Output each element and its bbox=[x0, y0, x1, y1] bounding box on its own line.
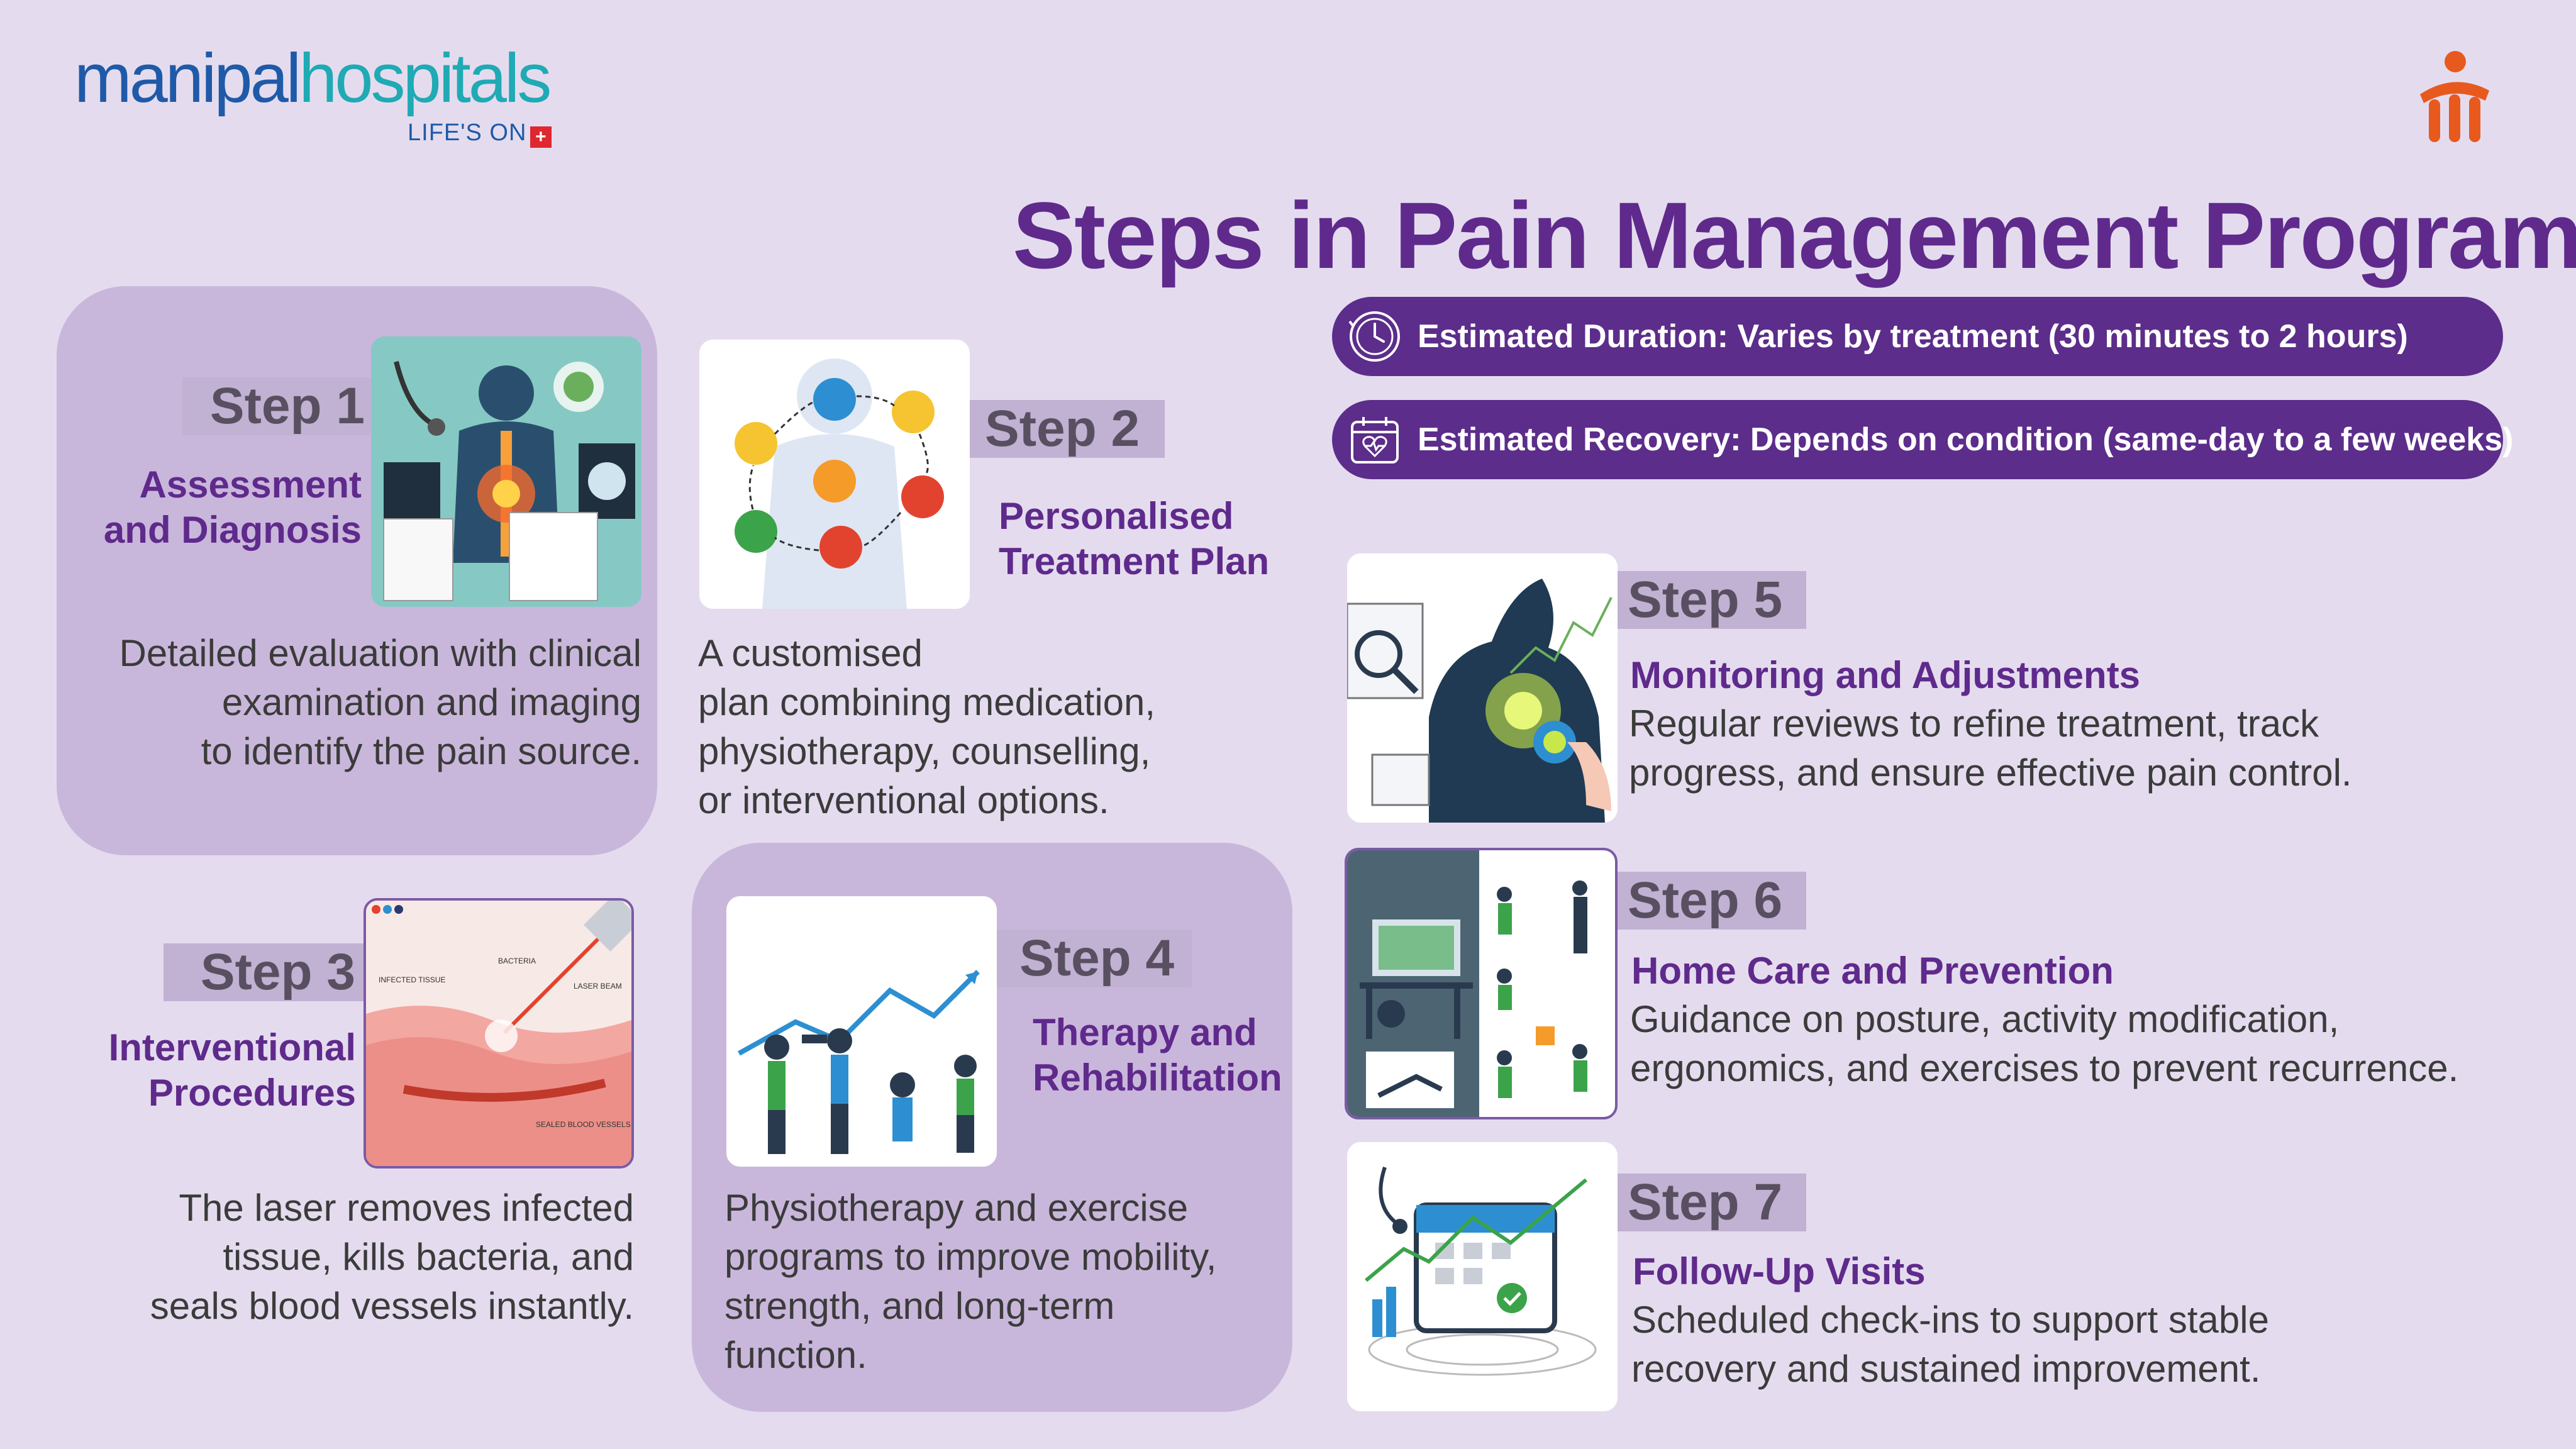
step4-heading-line1: Therapy and bbox=[1033, 1011, 1257, 1053]
step6-body-line1: Guidance on posture, activity modificati… bbox=[1630, 998, 2340, 1040]
step1-body-line3: to identify the pain source. bbox=[201, 730, 641, 772]
step2-label: Step 2 bbox=[970, 400, 1165, 458]
step4-body-line1: Physiotherapy and exercise bbox=[724, 1187, 1189, 1229]
tagline-text: LIFE'S ON bbox=[408, 119, 527, 146]
step6-illustration bbox=[1345, 848, 1618, 1119]
brand-logo: manipalhospitals bbox=[74, 44, 552, 113]
step7-illustration bbox=[1347, 1142, 1618, 1411]
step4-label-text: Step 4 bbox=[1019, 930, 1175, 987]
rehabilitation-illustration-icon bbox=[726, 896, 997, 1167]
step3-label-text: Step 3 bbox=[200, 943, 355, 1001]
step2-illustration bbox=[699, 340, 970, 609]
step6-body: Guidance on posture, activity modificati… bbox=[1630, 995, 2561, 1093]
step2-heading-line2: Treatment Plan bbox=[999, 540, 1270, 582]
step1-body: Detailed evaluation with clinical examin… bbox=[63, 629, 641, 776]
brand-name-part1: manipal bbox=[74, 40, 301, 117]
step1-label-text: Step 1 bbox=[209, 377, 365, 435]
duration-pill: Estimated Duration: Varies by treatment … bbox=[1332, 297, 2503, 376]
step4-illustration bbox=[726, 896, 997, 1167]
step4-label: Step 4 bbox=[997, 930, 1192, 987]
step4-body-line2: programs to improve mobility, bbox=[724, 1236, 1217, 1278]
step6-label-text: Step 6 bbox=[1628, 872, 1783, 929]
step1-body-line1: Detailed evaluation with clinical bbox=[119, 632, 641, 674]
monitoring-illustration-icon bbox=[1347, 553, 1618, 823]
calendar-heart-icon bbox=[1351, 417, 1399, 464]
bacteria-label: BACTERIA bbox=[498, 957, 536, 965]
recovery-text: Estimated Recovery: Depends on condition… bbox=[1418, 421, 2514, 458]
step7-label-text: Step 7 bbox=[1628, 1174, 1783, 1231]
step6-heading: Home Care and Prevention bbox=[1631, 950, 2114, 992]
treatment-plan-illustration-icon bbox=[699, 340, 970, 609]
step3-heading-line1: Interventional bbox=[108, 1026, 356, 1069]
step1-body-line2: examination and imaging bbox=[221, 681, 641, 723]
step1-heading-line2: and Diagnosis bbox=[103, 509, 362, 551]
clock-icon bbox=[1348, 311, 1400, 362]
sealed-vessels-label: SEALED BLOOD VESSELS bbox=[536, 1120, 631, 1129]
step2-label-text: Step 2 bbox=[985, 400, 1140, 457]
infected-tissue-label: INFECTED TISSUE bbox=[379, 975, 445, 984]
step5-illustration bbox=[1347, 553, 1618, 823]
step7-body-line2: recovery and sustained improvement. bbox=[1631, 1348, 2261, 1390]
step5-heading: Monitoring and Adjustments bbox=[1630, 654, 2141, 696]
step3-body-line2: tissue, kills bacteria, and bbox=[223, 1236, 634, 1278]
step5-label-text: Step 5 bbox=[1628, 571, 1783, 628]
mascot-logo-icon bbox=[2420, 51, 2489, 142]
page-title: Steps in Pain Management Program bbox=[1013, 182, 2576, 288]
step7-heading: Follow-Up Visits bbox=[1633, 1250, 1926, 1292]
step1-heading: Assessment and Diagnosis bbox=[63, 462, 362, 553]
laser-procedure-illustration-icon: INFECTED TISSUE BACTERIA LASER BEAM SEAL… bbox=[366, 901, 631, 1166]
step5-body-line1: Regular reviews to refine treatment, tra… bbox=[1629, 702, 2319, 745]
follow-up-calendar-illustration-icon bbox=[1347, 1142, 1618, 1411]
step7-body: Scheduled check-ins to support stable re… bbox=[1631, 1296, 2512, 1394]
step2-heading-line1: Personalised bbox=[999, 495, 1234, 537]
brand-name-part2: hospitals bbox=[299, 40, 552, 117]
step3-illustration: INFECTED TISSUE BACTERIA LASER BEAM SEAL… bbox=[364, 898, 634, 1169]
step3-label: Step 3 bbox=[164, 943, 368, 1001]
step1-label: Step 1 bbox=[182, 377, 377, 435]
step3-heading-line2: Procedures bbox=[148, 1072, 356, 1114]
step7-body-line1: Scheduled check-ins to support stable bbox=[1631, 1299, 2269, 1341]
body-scan-illustration-icon bbox=[371, 336, 641, 607]
step4-body-line3: strength, and long-term bbox=[724, 1285, 1115, 1327]
step1-illustration bbox=[371, 336, 641, 607]
step1-heading-line1: Assessment bbox=[139, 464, 362, 506]
step6-label: Step 6 bbox=[1618, 872, 1806, 930]
laser-beam-label: LASER BEAM bbox=[574, 982, 622, 991]
step2-body-line2: plan combining medication, bbox=[698, 681, 1156, 723]
step5-label: Step 5 bbox=[1618, 571, 1806, 629]
step5-body-line2: progress, and ensure effective pain cont… bbox=[1629, 752, 2352, 794]
step5-body: Regular reviews to refine treatment, tra… bbox=[1629, 699, 2547, 797]
step4-body: Physiotherapy and exercise programs to i… bbox=[724, 1184, 1291, 1380]
duration-text: Estimated Duration: Varies by treatment … bbox=[1418, 318, 2408, 355]
step3-body: The laser removes infected tissue, kills… bbox=[38, 1184, 634, 1331]
step2-body-line4: or interventional options. bbox=[698, 779, 1109, 821]
step4-heading-line2: Rehabilitation bbox=[1033, 1057, 1282, 1099]
step6-body-line2: ergonomics, and exercises to prevent rec… bbox=[1630, 1047, 2459, 1089]
step2-body-line3: physiotherapy, counselling, bbox=[698, 730, 1151, 772]
step7-label: Step 7 bbox=[1618, 1174, 1806, 1231]
step3-body-line3: seals blood vessels instantly. bbox=[150, 1285, 634, 1327]
step4-body-line4: function. bbox=[724, 1334, 867, 1376]
step2-body-line1: A customised bbox=[698, 632, 923, 674]
step3-heading: Interventional Procedures bbox=[50, 1025, 356, 1116]
step2-heading: Personalised Treatment Plan bbox=[999, 494, 1313, 584]
recovery-pill: Estimated Recovery: Depends on condition… bbox=[1332, 400, 2513, 479]
home-care-illustration-icon bbox=[1347, 850, 1615, 1117]
step4-heading: Therapy and Rehabilitation bbox=[1033, 1010, 1297, 1101]
plus-icon: + bbox=[530, 126, 552, 148]
step3-body-line1: The laser removes infected bbox=[179, 1187, 634, 1229]
step2-body: A customised plan combining medication, … bbox=[698, 629, 1296, 825]
brand-tagline: LIFE'S ON+ bbox=[408, 119, 552, 148]
